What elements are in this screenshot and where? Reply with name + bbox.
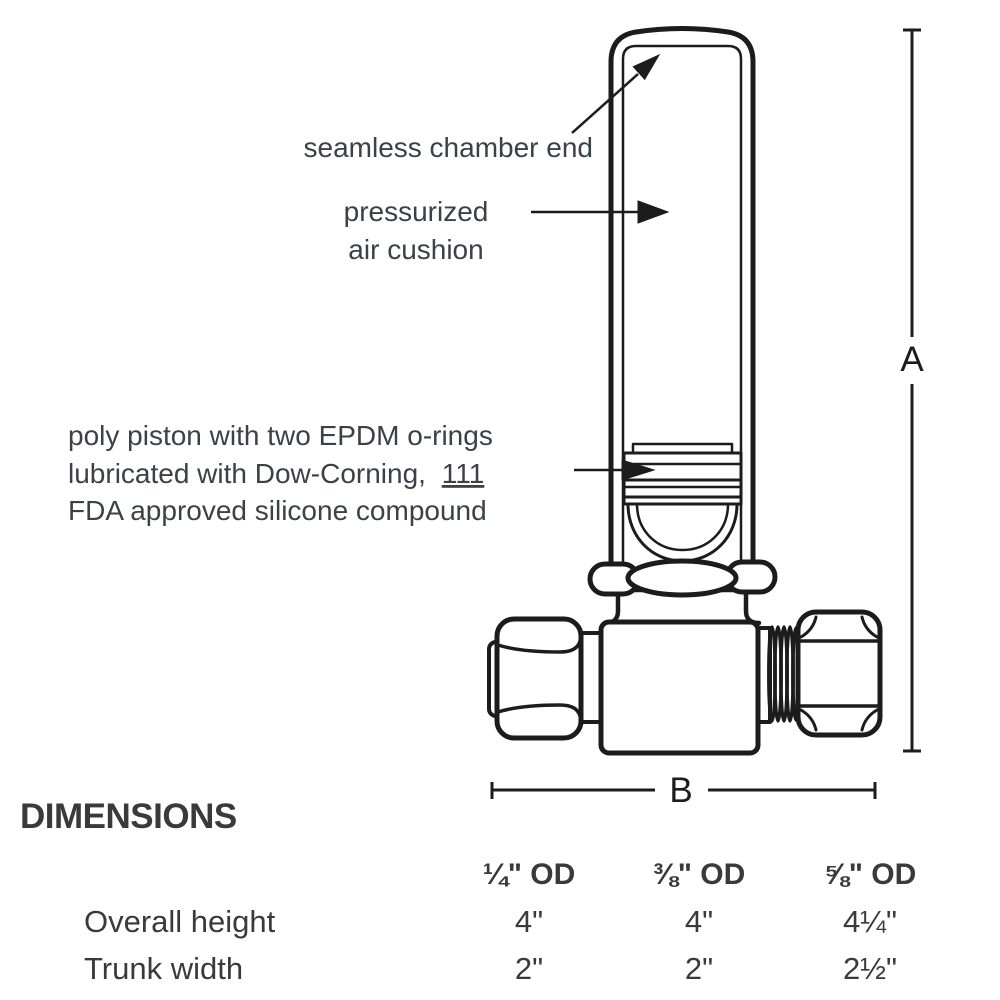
cell-overall-height-five-eighths: 4¼"	[842, 904, 898, 939]
column-header-three-eighths-od: ⅜" OD	[652, 858, 746, 891]
label-pressurized-air-cushion: pressurized air cushion	[344, 196, 489, 265]
arrow-pressurized-air-cushion	[531, 200, 670, 224]
row-label-overall-height: Overall height	[84, 904, 276, 939]
cell-trunk-width-quarter: 2"	[514, 951, 544, 986]
svg-text:air cushion: air cushion	[348, 234, 483, 265]
callout-arrows	[531, 53, 670, 481]
chamber-outer-wall	[608, 26, 756, 569]
svg-text:poly piston with two EPDM o-ri: poly piston with two EPDM o-rings	[68, 420, 493, 451]
piston	[622, 442, 743, 563]
chamber-hex-nut	[587, 558, 778, 598]
svg-text:pressurized: pressurized	[344, 196, 489, 227]
left-compression-nut	[494, 616, 584, 741]
row-label-trunk-width: Trunk width	[84, 951, 244, 986]
threads	[767, 625, 801, 723]
cell-overall-height-three-eighths: 4"	[684, 904, 714, 939]
piston-bowl-outer	[626, 502, 739, 563]
cell-trunk-width-five-eighths: 2½"	[842, 951, 898, 986]
body-shoulder	[602, 587, 762, 626]
arrester-device	[487, 26, 883, 756]
dim-b-label: B	[669, 771, 692, 810]
dimensions-heading: DIMENSIONS	[20, 797, 237, 836]
dimension-b	[490, 782, 877, 799]
arrow-seamless-chamber-end	[571, 53, 661, 134]
cell-overall-height-quarter: 4"	[514, 904, 544, 939]
label-poly-piston: poly piston with two EPDM o-rings lubric…	[68, 420, 493, 526]
svg-text:lubricated with Dow-Corning,: lubricated with Dow-Corning, 111	[68, 458, 484, 489]
right-compression-nut	[795, 609, 883, 738]
chamber-inner-wall	[621, 44, 743, 565]
dim-a-label: A	[900, 340, 924, 379]
column-header-quarter-od: ¼" OD	[482, 858, 576, 891]
arrow-poly-piston	[574, 459, 656, 481]
product-number-111: 111	[442, 458, 485, 489]
dimension-a	[903, 28, 921, 753]
label-seamless-chamber-end: seamless chamber end	[304, 132, 593, 163]
cell-trunk-width-three-eighths: 2"	[684, 951, 714, 986]
main-body	[598, 619, 761, 756]
piston-bowl-inner	[635, 502, 730, 552]
column-header-five-eighths-od: ⅝" OD	[823, 858, 917, 891]
svg-text:FDA approved silicone compound: FDA approved silicone compound	[68, 495, 487, 526]
